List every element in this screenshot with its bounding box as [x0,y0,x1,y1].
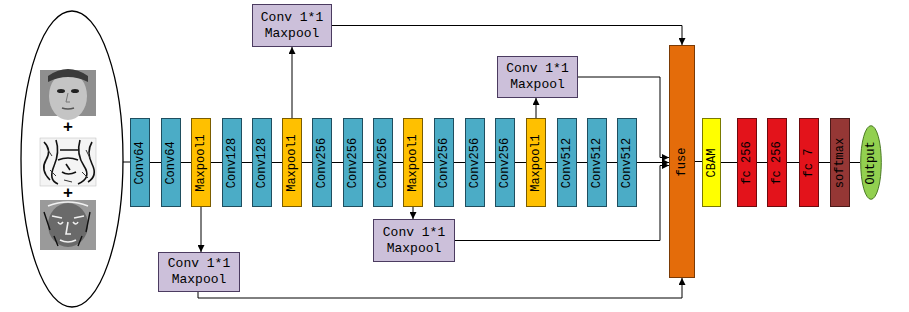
layer-label: Conv256 [346,137,360,187]
conv-layer: Conv256 [434,118,454,207]
connector [272,162,282,163]
layer-label: softmax [833,137,847,187]
connector [201,207,202,252]
layer-label: Conv64 [133,141,147,184]
layer-label: Conv 1*1 Maxpool [257,10,327,42]
layer-label: Conv512 [560,137,574,187]
connector [819,162,830,163]
conv-layer: Conv512 [617,118,637,207]
conv-layer: Conv512 [557,118,577,207]
layer-label: Conv512 [590,137,604,187]
input-line [123,162,130,163]
conv-layer: Conv64 [161,118,181,207]
plus-sign: + [63,184,73,201]
layer-label: Output [864,141,878,184]
conv-layer: Conv256 [343,118,363,207]
connector [695,161,702,162]
layer-label: fuse [675,147,689,176]
connector [393,162,403,163]
connector [332,162,343,163]
fuse-layer: fuse [669,45,695,278]
conv-layer: Conv512 [587,118,607,207]
connector [757,162,767,163]
fc-layer: fc 7 [799,118,819,207]
conv-layer: Conv256 [312,118,332,207]
layer-label: Conv256 [468,137,482,187]
connector [198,278,682,298]
connector [485,162,495,163]
pool-layer: Maxpool1 [403,118,423,207]
connector [536,98,537,118]
connector [850,162,860,163]
fc-layer: fc 256 [737,118,757,207]
softmax-layer: softmax [830,118,850,207]
connector [607,162,617,163]
layer-label: Maxpool1 [406,134,420,192]
connector [413,207,414,219]
layer-label: Conv128 [225,137,239,187]
input-ellipse [21,11,123,307]
layer-label: Conv64 [164,141,178,184]
connector [150,162,161,163]
pool-layer: Maxpool1 [191,118,211,207]
layer-label: Conv256 [437,137,451,187]
layer-label: Maxpool1 [529,134,543,192]
connector [721,162,737,163]
branch-box: Conv 1*1 Maxpool [252,4,332,47]
texture-image-1 [40,138,96,186]
connector [454,162,465,163]
layer-label: Conv 1*1 Maxpool [378,225,450,257]
layer-label: Conv 1*1 Maxpool [163,256,235,288]
connector [515,162,526,163]
layer-label: Conv256 [376,137,390,187]
layer-label: Conv 1*1 Maxpool [502,61,573,93]
conv-layer: Conv256 [373,118,393,207]
layer-label: Maxpool1 [194,134,208,192]
connector [577,162,587,163]
connector [302,162,312,163]
connector [546,162,557,163]
fc-layer: fc 256 [767,118,787,207]
conv-layer: Conv128 [252,118,272,207]
pool-layer: Maxpool1 [282,118,302,207]
connector [423,162,434,163]
layer-label: fc 7 [802,148,816,177]
connector [787,162,799,163]
layer-label: Conv128 [255,137,269,187]
conv-layer: Conv256 [465,118,485,207]
connector [332,26,682,46]
layer-label: Maxpool1 [285,134,299,192]
connector [242,162,252,163]
connector [211,162,222,163]
branch-box: Conv 1*1 Maxpool [497,56,578,98]
branch-box: Conv 1*1 Maxpool [158,252,240,292]
connector [637,162,669,163]
layer-label: fc 256 [770,141,784,184]
connector [363,162,373,163]
layer-label: fc 256 [740,141,754,184]
layer-label: Conv512 [620,137,634,187]
layer-label: Conv256 [315,137,329,187]
connector [292,47,293,118]
conv-layer: Conv64 [130,118,150,207]
conv-layer: Conv128 [222,118,242,207]
plus-sign: + [63,118,73,135]
conv-layer: Conv256 [495,118,515,207]
connector [181,162,191,163]
layer-label: CBAM [705,148,719,177]
layer-label: Conv256 [498,137,512,187]
attention-layer: CBAM [702,118,721,207]
face-photo [40,69,96,120]
output-ellipse: Output [860,125,882,200]
texture-image-2 [40,200,96,250]
branch-box: Conv 1*1 Maxpool [373,219,455,262]
pool-layer: Maxpool1 [526,118,546,207]
